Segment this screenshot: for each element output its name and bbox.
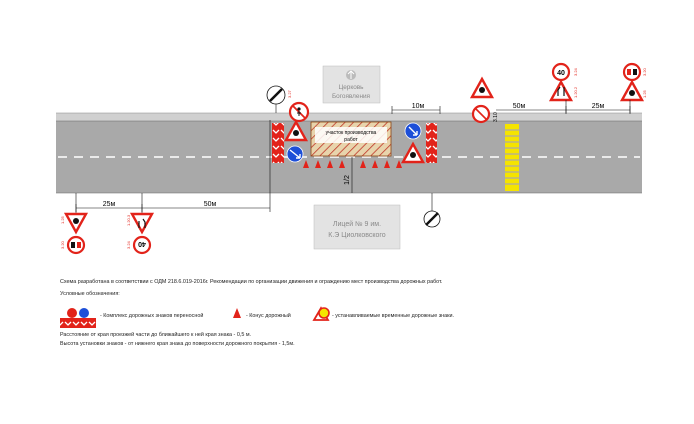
cone-row bbox=[303, 160, 402, 168]
dim-50m-bottom: 50м bbox=[204, 201, 217, 208]
speed-limit-40-top: 40 bbox=[557, 70, 565, 77]
lyceum-label-box bbox=[313, 204, 401, 250]
no-pedestrian-sign-top-right bbox=[471, 104, 491, 124]
arrow-up-icon bbox=[347, 70, 355, 79]
dim-25m-top: 25м bbox=[592, 103, 605, 110]
legend-temp-sign-icon bbox=[312, 306, 330, 321]
code-left-1a: 1.25 bbox=[60, 215, 65, 224]
code-top-r1-a: 3.24 bbox=[573, 67, 578, 76]
sidewalk bbox=[56, 113, 642, 121]
speed-limit-sign-bottom: 40 bbox=[132, 235, 152, 255]
legend-item-2: - Конус дорожный bbox=[246, 313, 291, 319]
dim-25m-bottom: 25м bbox=[103, 201, 116, 208]
code-top-r2-a: 3.20 bbox=[642, 67, 647, 76]
crosswalk bbox=[505, 124, 519, 191]
legend-line-2: Условные обозначения: bbox=[60, 291, 120, 297]
code-right-edge: 3.10 bbox=[493, 112, 499, 122]
legend-item-3: - устанавливаемые временные дорожные зна… bbox=[332, 313, 455, 319]
work-zone-label-l2: работ bbox=[344, 137, 358, 143]
no-overtaking-sign-top bbox=[622, 62, 642, 82]
no-overtaking-sign-bottom bbox=[66, 235, 86, 255]
code-top-mid-a: 3.27 bbox=[287, 89, 292, 98]
work-zone-label-l1: участок производства bbox=[326, 130, 377, 136]
narrowing-sign-bottom bbox=[129, 212, 155, 235]
barrier-left bbox=[272, 123, 284, 163]
lyceum-label-l2: К.Э Циолковского bbox=[328, 232, 386, 239]
dim-10m: 10м bbox=[412, 103, 425, 110]
legend-item-1: - Комплекс дорожных знаков переносной bbox=[100, 313, 204, 319]
speed-limit-sign-top: 40 bbox=[551, 62, 571, 82]
offset-label: 1/2 bbox=[344, 175, 351, 185]
work-sign-left bbox=[283, 119, 309, 142]
church-label-l2: Богоявления bbox=[332, 93, 371, 100]
work-sign-bottom-left bbox=[63, 212, 89, 235]
legend-cone-icon bbox=[233, 308, 241, 318]
dim-50m-top: 50м bbox=[513, 103, 526, 110]
code-left-1b: 3.20 bbox=[60, 240, 65, 249]
code-left-2a: 1.20.3 bbox=[126, 214, 131, 226]
work-sign-top-right bbox=[469, 76, 495, 99]
work-sign-far-right bbox=[619, 79, 645, 102]
end-restriction-sign-top bbox=[266, 85, 286, 113]
narrowing-sign-top bbox=[548, 79, 574, 102]
church-label-l1: Церковь bbox=[339, 84, 365, 91]
work-sign-right bbox=[400, 141, 426, 164]
end-restriction-sign-bottom bbox=[423, 193, 441, 228]
lyceum-label-l1: Лицей № 9 им. bbox=[333, 220, 381, 228]
legend-line-4: Высота установки знаков - от нижнего кра… bbox=[60, 341, 295, 347]
barrier-right bbox=[426, 123, 437, 163]
code-top-r1-b: 1.20.2 bbox=[573, 86, 578, 98]
legend-line-1: Схема разработана в соответствии с ОДМ 2… bbox=[60, 279, 443, 285]
legend-portable-sign-icon bbox=[60, 308, 96, 328]
no-pedestrian-sign-top bbox=[288, 101, 310, 123]
legend-line-3: Расстояние от края проезжей части до бли… bbox=[60, 332, 252, 338]
code-top-r2-b: 1.25 bbox=[642, 89, 647, 98]
code-left-2b: 3.24 bbox=[126, 240, 131, 249]
speed-limit-40-bottom: 40 bbox=[138, 240, 146, 247]
